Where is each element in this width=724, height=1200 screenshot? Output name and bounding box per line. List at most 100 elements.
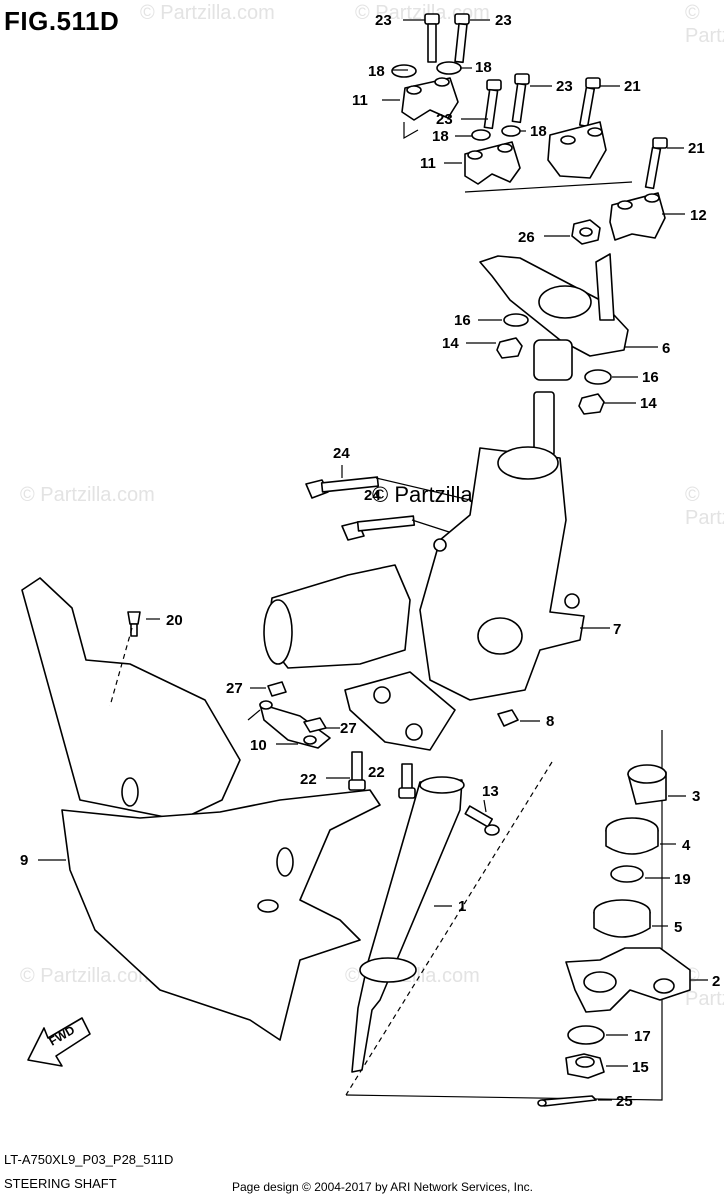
clamp-11-upper[interactable]	[401, 77, 459, 121]
footer-copyright: Page design © 2004-2017 by ARI Network S…	[232, 1180, 534, 1194]
lever-2[interactable]	[565, 947, 691, 1013]
callout-22-b[interactable]: 22	[368, 764, 385, 781]
column-upper-shaft[interactable]	[533, 391, 555, 457]
callout-4[interactable]: 4	[682, 837, 691, 854]
watermark-mid-left: © Partzilla.com	[20, 484, 155, 506]
callout-22-a[interactable]: 22	[300, 771, 317, 788]
leader-group-line	[464, 181, 633, 193]
callout-18-c[interactable]: 18	[432, 128, 449, 145]
callout-14-b[interactable]: 14	[640, 395, 657, 412]
callout-18-d[interactable]: 18	[530, 123, 547, 140]
callout-3[interactable]: 3	[692, 788, 700, 805]
washer-18-c[interactable]	[471, 129, 491, 141]
washer-16-b[interactable]	[584, 369, 612, 385]
callout-16-b[interactable]: 16	[642, 369, 659, 386]
screw-13[interactable]	[464, 805, 500, 836]
seal-4[interactable]	[605, 817, 659, 855]
bolt-24-a[interactable]	[305, 476, 380, 499]
bracket-6[interactable]	[479, 253, 629, 381]
leader-11-upper	[403, 122, 419, 140]
callout-23-d[interactable]: 23	[556, 78, 573, 95]
cotter-pin-25[interactable]	[537, 1095, 597, 1107]
callout-8[interactable]: 8	[546, 713, 554, 730]
footer-section-name: STEERING SHAFT	[4, 1176, 117, 1191]
eps-unit-7[interactable]	[419, 446, 585, 701]
washer-17[interactable]	[567, 1025, 605, 1045]
callout-23-c[interactable]: 23	[436, 111, 453, 128]
clamp-11-lower[interactable]	[464, 141, 521, 185]
bolt-22-a[interactable]	[348, 751, 366, 791]
callout-leaders	[38, 19, 708, 1101]
callout-25[interactable]: 25	[616, 1093, 633, 1110]
bolt-23-b[interactable]	[454, 13, 470, 64]
bolt-22-b[interactable]	[398, 763, 416, 799]
callout-15[interactable]: 15	[632, 1059, 649, 1076]
callout-23-b[interactable]: 23	[495, 12, 512, 29]
washer-16-a[interactable]	[503, 313, 529, 327]
bearing-5[interactable]	[593, 899, 651, 938]
callout-18-b[interactable]: 18	[475, 59, 492, 76]
callout-21-b[interactable]: 21	[688, 140, 705, 157]
watermark-mid-right: © Partzilla.com	[685, 484, 724, 529]
callout-7[interactable]: 7	[613, 621, 621, 638]
callout-20[interactable]: 20	[166, 612, 183, 629]
callout-27-a[interactable]: 27	[226, 680, 243, 697]
bracket-lower-group	[345, 730, 663, 1101]
shaft-axis-dashed	[345, 761, 553, 1096]
callout-labels: 23 23 18 18 11 23 23 21 18 18 11 21 12 2…	[20, 12, 720, 1110]
steering-shaft-1[interactable]	[351, 776, 465, 1073]
callout-24-b[interactable]: 24	[364, 487, 381, 504]
bolt-21-a[interactable]	[578, 77, 601, 128]
rivet-20[interactable]	[127, 611, 141, 637]
callout-24-a[interactable]: 24	[333, 445, 350, 462]
bolt-23-c[interactable]	[483, 79, 502, 130]
callout-9[interactable]: 9	[20, 852, 28, 869]
holder-12[interactable]	[609, 192, 666, 241]
callout-23-a[interactable]: 23	[375, 12, 392, 29]
nut-14-b[interactable]	[578, 393, 605, 415]
callout-21-a[interactable]: 21	[624, 78, 641, 95]
washer-18-b[interactable]	[436, 61, 462, 75]
callout-12[interactable]: 12	[690, 207, 707, 224]
callout-16-a[interactable]: 16	[454, 312, 471, 329]
callout-2[interactable]: 2	[712, 973, 720, 990]
figure-title: FIG.511D	[4, 6, 120, 36]
watermark-bottom-left: © Partzilla.com	[20, 965, 155, 987]
watermark-top-left: © Partzilla.com	[140, 2, 275, 24]
bushing-3[interactable]	[627, 764, 667, 805]
footer-model-code: LT-A750XL9_P03_P28_511D	[4, 1152, 174, 1167]
bolt-8[interactable]	[497, 709, 519, 727]
nut-15[interactable]	[565, 1053, 605, 1079]
plate-10[interactable]	[259, 700, 331, 749]
callout-13[interactable]: 13	[482, 783, 499, 800]
callout-26[interactable]: 26	[518, 229, 535, 246]
nut-26[interactable]	[571, 219, 601, 245]
bolt-23-d[interactable]	[511, 73, 530, 124]
washer-18-d[interactable]	[501, 125, 521, 137]
lower-mount-plate[interactable]	[344, 671, 456, 751]
bracket-handlebar-holder[interactable]	[547, 121, 607, 179]
callout-19[interactable]: 19	[674, 871, 691, 888]
callout-11-b[interactable]: 11	[420, 155, 436, 172]
callout-6[interactable]: 6	[662, 340, 670, 357]
fwd-arrow: FWD	[27, 1017, 91, 1067]
bolt-23-a[interactable]	[424, 13, 440, 63]
nut-14-a[interactable]	[496, 337, 523, 359]
callout-18-a[interactable]: 18	[368, 63, 385, 80]
bolt-24-b[interactable]	[341, 515, 416, 541]
washer-18-a[interactable]	[391, 64, 417, 78]
callout-17[interactable]: 17	[634, 1028, 651, 1045]
bolt-27-a[interactable]	[267, 681, 287, 697]
callout-14-a[interactable]: 14	[442, 335, 459, 352]
callout-27-b[interactable]: 27	[340, 720, 357, 737]
steering-shaft-guard-9[interactable]	[21, 577, 381, 1041]
callout-11-a[interactable]: 11	[352, 92, 368, 109]
callout-5[interactable]: 5	[674, 919, 682, 936]
callout-1[interactable]: 1	[458, 898, 466, 915]
callout-10[interactable]: 10	[250, 737, 267, 754]
bolt-21-b[interactable]	[644, 137, 668, 190]
o-ring-19[interactable]	[610, 865, 644, 883]
eps-motor[interactable]	[263, 564, 411, 669]
